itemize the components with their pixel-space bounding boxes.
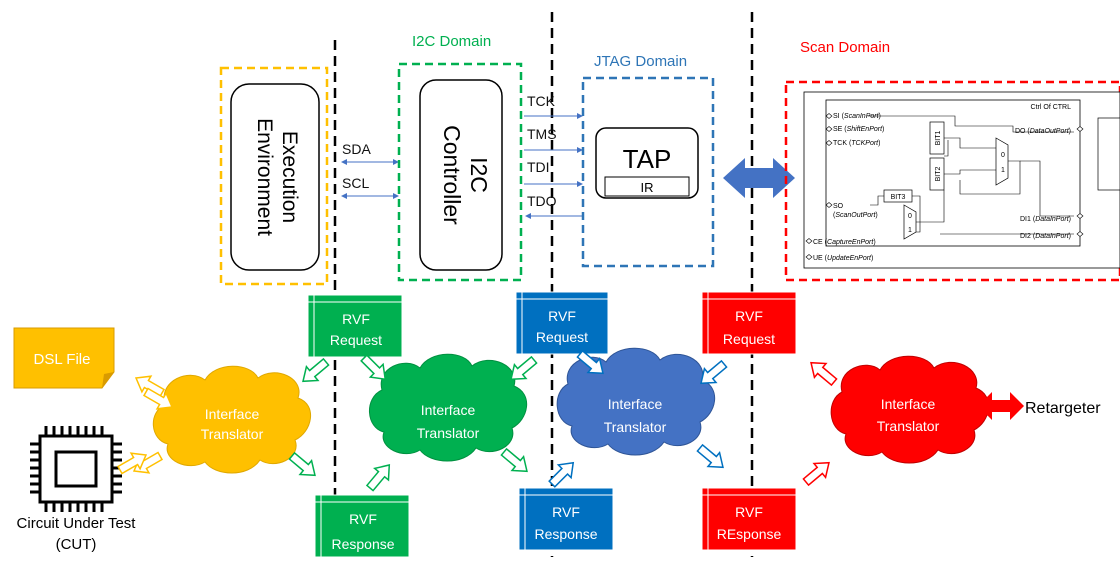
ir-box (604, 176, 690, 197)
svg-text:Request: Request (536, 329, 588, 345)
svg-text:RVF: RVF (552, 504, 580, 520)
svg-text:Response: Response (534, 526, 597, 542)
scan-port-ue: UE (UpdateEnPort) (805, 254, 873, 262)
cut-label-line2: (CUT) (56, 536, 97, 553)
svg-text:Response: Response (331, 536, 394, 552)
svg-text:Request: Request (330, 332, 382, 348)
rvf-response-green: RVF Response (314, 494, 410, 558)
translator-red: Interface Translator (830, 355, 990, 464)
svg-text:SO: SO (833, 203, 844, 210)
bit3-label: BIT3 (891, 194, 906, 201)
tms-label: TMS (527, 126, 557, 142)
translator-blue: Interface Translator (556, 347, 716, 456)
scl-label: SCL (342, 175, 369, 191)
retargeter-label: Retargeter (1025, 400, 1101, 417)
dsl-file: DSL File (13, 327, 115, 389)
svg-text:DSL File: DSL File (34, 351, 91, 368)
tdo-label: TDO (527, 193, 557, 209)
scan-port-si: SI (ScanInPort) (825, 113, 881, 120)
svg-text:REsponse: REsponse (717, 526, 782, 542)
svg-text:DO (DataOutPort): DO (DataOutPort) (1015, 128, 1071, 135)
svg-text:DI1 (DataInPort): DI1 (DataInPort) (1020, 216, 1071, 223)
scan-right-block (1097, 117, 1120, 191)
exec-env-line2: Environment (253, 118, 276, 236)
translator-yellow: Interface Translator (152, 365, 312, 474)
svg-text:RVF: RVF (735, 308, 763, 324)
scan-port-ce: CE (CaptureEnPort) (805, 238, 876, 246)
tck-label: TCK (527, 93, 556, 109)
i2c-domain-title: I2C Domain (412, 33, 491, 50)
svg-text:Interface: Interface (608, 396, 663, 412)
tap-label: TAP (623, 144, 672, 174)
svg-text:RVF: RVF (548, 308, 576, 324)
svg-text:TCK (TCKPort): TCK (TCKPort) (833, 140, 880, 147)
svg-text:RVF: RVF (342, 311, 370, 327)
scan-domain-title: Scan Domain (800, 39, 890, 56)
bit2-label: BIT2 (935, 167, 942, 182)
scan-module-title: Ctrl Of CTRL (1031, 104, 1072, 111)
tap-scan-double-arrow (723, 158, 795, 198)
scan-port-se: SE (ShiftEnPort) (825, 126, 884, 133)
svg-text:SI (ScanInPort): SI (ScanInPort) (833, 113, 881, 120)
tdi-label: TDI (527, 159, 550, 175)
mux-lower-label-1: 1 (908, 227, 912, 234)
svg-text:Translator: Translator (201, 426, 264, 442)
sda-label: SDA (342, 141, 371, 157)
flow-arrows (116, 349, 838, 492)
mux-lower-label-0: 0 (908, 213, 912, 220)
rvf-response-blue: RVF Response (518, 487, 614, 551)
svg-text:Request: Request (723, 331, 775, 347)
i2c-controller-box (419, 79, 503, 271)
svg-text:Interface: Interface (881, 396, 936, 412)
exec-env-line1: Execution (278, 131, 301, 223)
translator-green: Interface Translator (369, 353, 528, 462)
exec-env-box (230, 83, 320, 271)
cut-label-line1: Circuit Under Test (17, 515, 137, 532)
rvf-response-red: RVF REsponse (701, 487, 797, 551)
jtag-domain-frame (581, 76, 715, 268)
svg-text:SE (ShiftEnPort): SE (ShiftEnPort) (833, 126, 884, 133)
scan-wires (868, 115, 1074, 235)
svg-text:(ScanOutPort): (ScanOutPort) (833, 212, 878, 219)
scan-port-di2: DI2 (DataInPort) (1020, 231, 1084, 240)
retargeter-double-arrow (978, 392, 1024, 420)
rvf-request-red: RVF Request (701, 291, 797, 355)
svg-text:Translator: Translator (417, 425, 480, 441)
exec-env-frame (219, 66, 329, 286)
scan-port-di1: DI1 (DataInPort) (1020, 213, 1084, 223)
scan-port-so: SO (ScanOutPort) (825, 202, 878, 219)
rvf-request-green: RVF Request (307, 294, 403, 358)
ir-label: IR (641, 180, 654, 195)
svg-text:Translator: Translator (877, 418, 940, 434)
scan-port-do: DO (DataOutPort) (1015, 126, 1084, 135)
rvf-request-blue: RVF Request (515, 291, 609, 355)
svg-text:Interface: Interface (205, 406, 260, 422)
bit1-label: BIT1 (935, 131, 942, 146)
svg-text:UE (UpdateEnPort): UE (UpdateEnPort) (813, 255, 873, 262)
mux-upper (995, 137, 1009, 186)
svg-text:DI2 (DataInPort): DI2 (DataInPort) (1020, 233, 1071, 240)
svg-text:RVF: RVF (735, 504, 763, 520)
scan-domain-frame (784, 80, 1120, 282)
i2c-controller-line2: Controller (439, 125, 465, 225)
svg-text:Interface: Interface (421, 402, 476, 418)
svg-text:Translator: Translator (604, 419, 667, 435)
scan-module-box (825, 99, 1081, 247)
mux-upper-label-0: 0 (1001, 152, 1005, 159)
mux-upper-label-1: 1 (1001, 167, 1005, 174)
svg-text:CE (CaptureEnPort): CE (CaptureEnPort) (813, 239, 876, 246)
scan-port-tck: TCK (TCKPort) (825, 140, 880, 147)
i2c-controller-line1: I2C (466, 157, 492, 193)
cut-chip-icon (30, 426, 122, 512)
svg-text:RVF: RVF (349, 511, 377, 527)
jtag-domain-title: JTAG Domain (594, 53, 687, 70)
